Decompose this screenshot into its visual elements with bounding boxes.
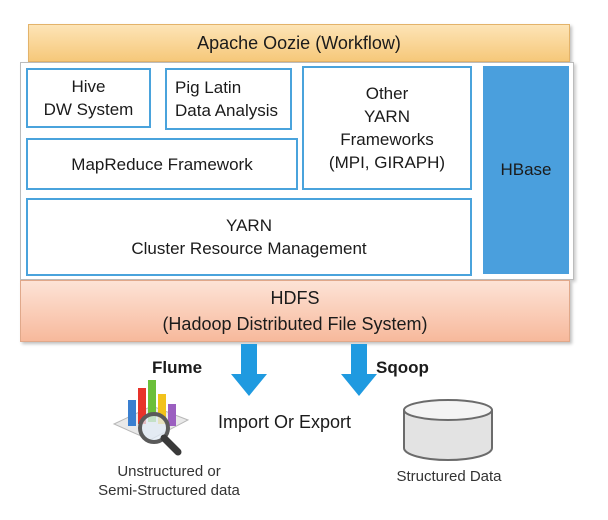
- structured-caption: Structured Data: [374, 467, 524, 486]
- hbase-box: HBase: [483, 66, 569, 274]
- import-export-label: Import Or Export: [218, 412, 352, 432]
- hbase-label: HBase: [500, 160, 552, 179]
- oozie-box: Apache Oozie (Workflow): [28, 24, 570, 62]
- unstructured-line-2: Semi-Structured data: [98, 482, 240, 499]
- hdfs-title: HDFS: [270, 288, 320, 308]
- pig-title: Pig Latin: [175, 78, 242, 97]
- other-line-3: Frameworks: [340, 130, 434, 149]
- structured-label: Structured Data: [396, 468, 502, 485]
- hive-subtitle: DW System: [43, 100, 134, 119]
- pig-subtitle: Data Analysis: [175, 101, 278, 120]
- mapreduce-box: MapReduce Framework: [26, 138, 298, 190]
- flume-label: Flume: [152, 358, 203, 377]
- yarn-title: YARN: [226, 216, 272, 235]
- other-yarn-box: Other YARN Frameworks (MPI, GIRAPH): [302, 66, 472, 190]
- sqoop-label: Sqoop: [376, 358, 429, 377]
- yarn-box: YARN Cluster Resource Management: [26, 198, 472, 276]
- yarn-subtitle: Cluster Resource Management: [131, 239, 367, 258]
- sqoop-down-arrow-icon: [341, 344, 377, 396]
- database-cylinder-icon: [403, 399, 493, 461]
- hive-title: Hive: [71, 77, 106, 96]
- chart-magnifier-icon: [112, 380, 190, 456]
- other-line-1: Other: [365, 84, 409, 103]
- hive-box: Hive DW System: [26, 68, 151, 128]
- hdfs-subtitle: (Hadoop Distributed File System): [162, 314, 428, 334]
- hdfs-box: HDFS (Hadoop Distributed File System): [20, 280, 570, 342]
- unstructured-caption: Unstructured or Semi-Structured data: [74, 462, 264, 500]
- other-line-4: (MPI, GIRAPH): [328, 153, 446, 172]
- unstructured-line-1: Unstructured or: [117, 463, 221, 480]
- mapreduce-label: MapReduce Framework: [71, 154, 253, 174]
- other-line-2: YARN: [364, 107, 410, 126]
- pig-box: Pig Latin Data Analysis: [165, 68, 292, 130]
- oozie-label: Apache Oozie (Workflow): [197, 32, 401, 53]
- flume-down-arrow-icon: [231, 344, 267, 396]
